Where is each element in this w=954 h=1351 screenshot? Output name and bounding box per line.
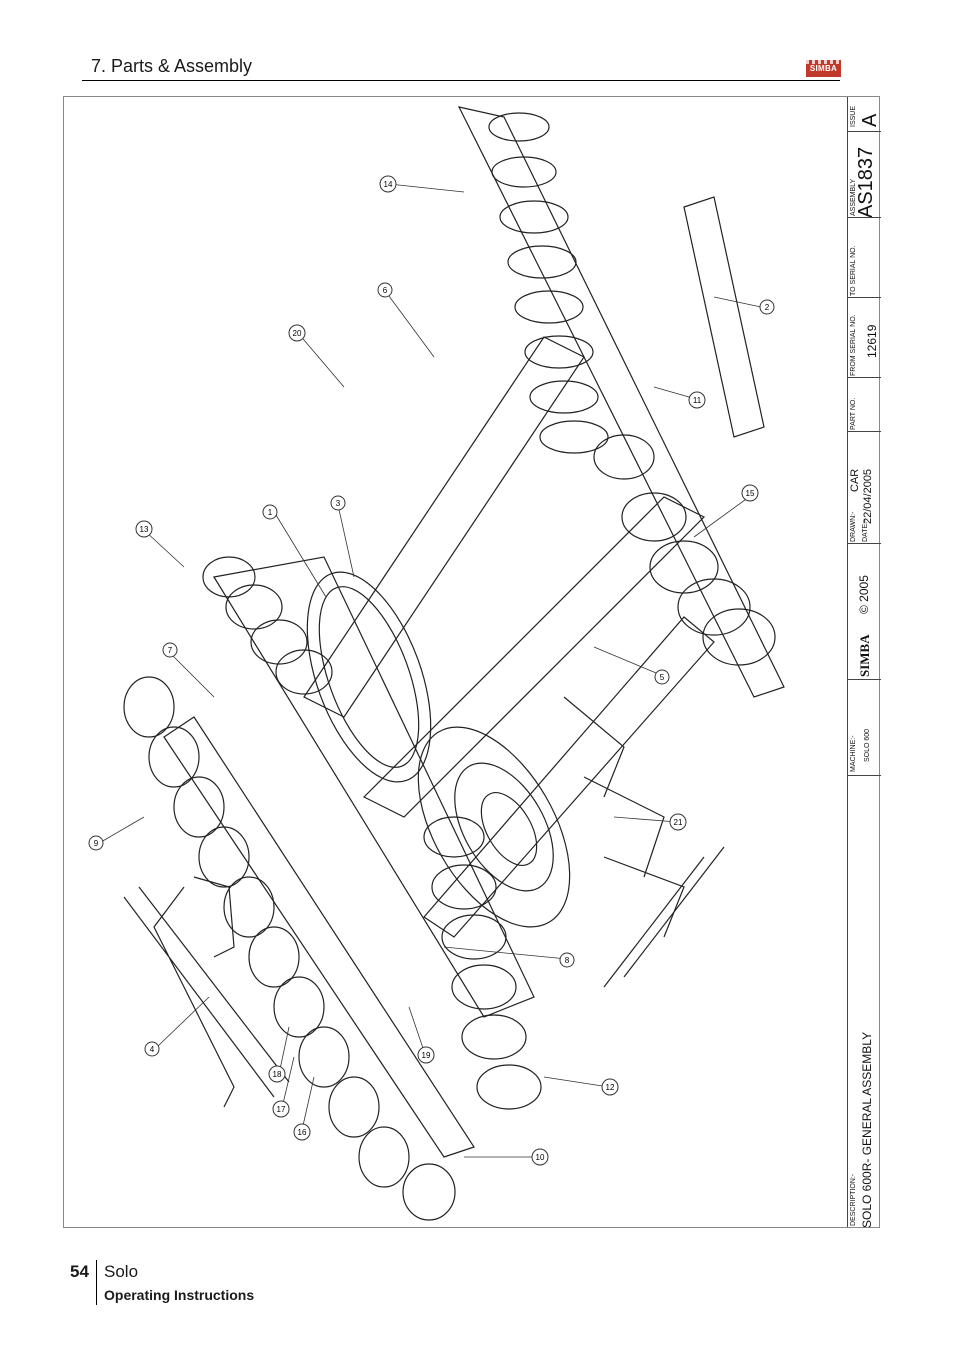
- callout-19: 19: [417, 1046, 435, 1064]
- callout-leaders: [100, 183, 762, 1158]
- callout-18: 18: [268, 1065, 286, 1083]
- callout-4-label: 4: [150, 1045, 155, 1054]
- callout-21-label: 21: [674, 818, 683, 827]
- tb-brand: SIMBA © 2005: [848, 543, 881, 679]
- tb-machine: MACHINE:- SOLO 600: [848, 679, 881, 775]
- tb-to-serial-label: TO SERIAL NO.: [850, 245, 857, 296]
- product-name: Solo: [104, 1262, 139, 1281]
- tb-part-no-label: PART NO.: [850, 397, 857, 430]
- tb-issue-label: ISSUE: [850, 105, 857, 127]
- callout-8-label: 8: [565, 956, 570, 965]
- callout-14: 14: [379, 175, 397, 193]
- callout-13: 13: [135, 520, 153, 538]
- tb-issue: ISSUE A: [848, 97, 881, 131]
- tb-issue-value: A: [859, 113, 881, 127]
- callout-18-label: 18: [273, 1070, 282, 1079]
- callout-17: 17: [272, 1100, 290, 1118]
- callout-10-label: 10: [536, 1153, 545, 1162]
- callout-11: 11: [688, 391, 706, 409]
- callout-5: 5: [654, 669, 670, 685]
- tb-copyright: © 2005: [857, 575, 871, 614]
- tb-machine-value: SOLO 600: [864, 728, 871, 762]
- packer-roller: [123, 676, 456, 1221]
- callout-9-label: 9: [94, 839, 99, 848]
- callout-markers: 1 2 3 4 5 6 7 8 9 10 11 12 13 14 15 16 1…: [88, 175, 775, 1166]
- drawing-sheet: [63, 96, 880, 1228]
- tb-part-no: PART NO.: [848, 377, 881, 431]
- callout-2-label: 2: [765, 303, 770, 312]
- tb-machine-label: MACHINE:-: [850, 735, 857, 772]
- tb-description: DESCRIPTION:- SOLO 600R- GENERAL ASSEMBL…: [848, 775, 881, 1228]
- machine-linework: [123, 106, 785, 1221]
- callout-2: 2: [759, 299, 775, 315]
- callout-12: 12: [601, 1078, 619, 1096]
- tb-assembly-value: AS1837: [855, 146, 877, 218]
- tb-drawn-label: DRAWN:-: [850, 511, 857, 542]
- callout-15: 15: [741, 484, 759, 502]
- front-disc-gang: [488, 112, 609, 454]
- callout-17-label: 17: [277, 1105, 286, 1114]
- header-divider: [82, 80, 840, 81]
- logo-stripes: [806, 60, 841, 64]
- callout-3-label: 3: [336, 499, 341, 508]
- title-block: ISSUE A ASSEMBLY AS1837 TO SERIAL NO. FR…: [847, 97, 881, 1228]
- callout-20: 20: [288, 324, 306, 342]
- callout-7-label: 7: [168, 646, 173, 655]
- tb-brand-logo: SIMBA: [857, 634, 872, 677]
- callout-5-label: 5: [660, 673, 665, 682]
- footer-divider: [96, 1260, 97, 1305]
- tb-to-serial: TO SERIAL NO.: [848, 217, 881, 297]
- callout-20-label: 20: [293, 329, 302, 338]
- rear-disc-gang: [423, 434, 776, 1110]
- tb-description-label: DESCRIPTION:-: [850, 1173, 857, 1226]
- callout-11-label: 11: [693, 396, 702, 405]
- callout-9: 9: [88, 835, 104, 851]
- left-disc-gang: [202, 556, 333, 695]
- callout-16-label: 16: [298, 1128, 307, 1137]
- callout-19-label: 19: [422, 1051, 431, 1060]
- tb-drawn-date: DRAWN:- CAR DATE:- 22/04/2005: [848, 431, 881, 543]
- callout-3: 3: [330, 495, 346, 511]
- tb-from-serial: FROM SERIAL NO. 12619: [848, 297, 881, 377]
- tb-assembly: ASSEMBLY AS1837: [848, 131, 881, 218]
- callout-10: 10: [531, 1148, 549, 1166]
- callout-6: 6: [377, 282, 393, 298]
- document-subtitle: Operating Instructions: [104, 1287, 255, 1303]
- assembly-drawing: 1 2 3 4 5 6 7 8 9 10 11 12 13 14 15 16 1…: [88, 106, 785, 1221]
- callout-1: 1: [262, 504, 278, 520]
- page-number: 54: [70, 1262, 89, 1281]
- callout-4: 4: [144, 1041, 160, 1057]
- tb-description-value: SOLO 600R- GENERAL ASSEMBLY: [860, 1031, 874, 1228]
- section-title: 7. Parts & Assembly: [91, 56, 253, 76]
- callout-1-label: 1: [268, 508, 273, 517]
- callout-16: 16: [293, 1123, 311, 1141]
- simba-logo: SIMBA: [806, 60, 841, 77]
- callout-21: 21: [669, 813, 687, 831]
- callout-15-label: 15: [746, 489, 755, 498]
- callout-8: 8: [559, 952, 575, 968]
- tb-from-serial-value: 12619: [865, 324, 879, 358]
- callout-14-label: 14: [384, 180, 393, 189]
- tb-drawn-value: CAR: [849, 468, 861, 492]
- callout-6-label: 6: [383, 286, 388, 295]
- callout-12-label: 12: [606, 1083, 615, 1092]
- callout-13-label: 13: [140, 525, 149, 534]
- tb-from-serial-label: FROM SERIAL NO.: [850, 314, 857, 376]
- tb-date-value: 22/04/2005: [862, 468, 874, 524]
- logo-text: SIMBA: [809, 64, 838, 73]
- callout-7: 7: [162, 642, 178, 658]
